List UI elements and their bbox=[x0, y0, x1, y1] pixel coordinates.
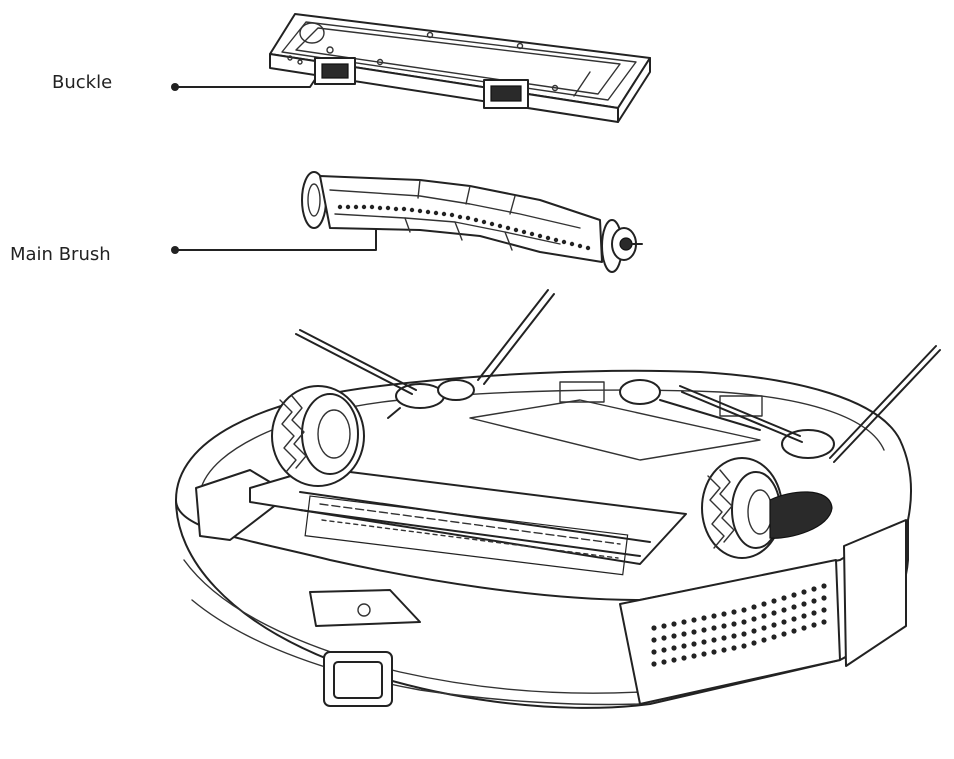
label-buckle: Buckle bbox=[52, 72, 113, 93]
speaker-grille bbox=[651, 583, 827, 667]
buckle-tab-left bbox=[314, 57, 356, 85]
side-brush-left bbox=[295, 289, 555, 419]
main-brush bbox=[301, 171, 643, 273]
brush-cavity bbox=[249, 467, 687, 576]
buckle-tab-right bbox=[483, 79, 529, 109]
charging-port bbox=[323, 651, 393, 707]
side-brush-right bbox=[619, 345, 941, 463]
robot-vacuum-body bbox=[175, 289, 941, 709]
left-wheel bbox=[271, 385, 365, 487]
brush-cover-plate bbox=[269, 13, 651, 123]
right-wheel bbox=[701, 457, 833, 559]
label-main-brush: Main Brush bbox=[10, 244, 111, 265]
